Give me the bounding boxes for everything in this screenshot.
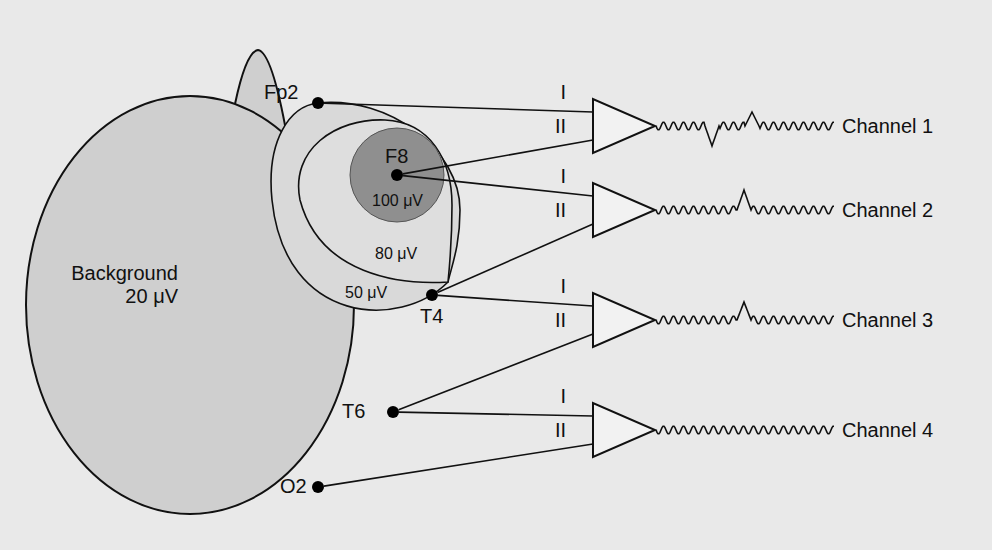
electrode-dot xyxy=(387,406,399,418)
electrode-dot xyxy=(426,289,438,301)
input-label: I xyxy=(560,81,566,103)
electrode-dot xyxy=(312,481,324,493)
channel-label: Channel 3 xyxy=(842,309,933,331)
text-holder: F8 xyxy=(385,146,408,167)
text-holder: I xyxy=(526,276,566,297)
amplifier: III xyxy=(592,98,656,154)
region-label: Background 20 μV xyxy=(71,262,178,307)
text-holder: Channel 4 xyxy=(842,418,933,442)
amplitude-label: 100 μV xyxy=(372,192,423,209)
electrode: Fp2 xyxy=(311,96,325,110)
text-holder: T6 xyxy=(342,401,365,422)
electrode: F8 xyxy=(390,168,404,182)
electrode-lead xyxy=(438,224,594,293)
head-circle xyxy=(26,96,354,514)
text-holder: Channel 1 xyxy=(842,114,933,138)
amplifier-triangle xyxy=(593,99,655,153)
channel-label: Channel 4 xyxy=(842,419,933,441)
shape-outline xyxy=(390,168,404,182)
text-holder: Channel 2 xyxy=(842,198,933,222)
channel-label: Channel 2 xyxy=(842,199,933,221)
text-holder: II xyxy=(516,200,566,221)
contour-peak: 100 μV F8 xyxy=(349,127,445,223)
electrode-lead xyxy=(324,444,593,486)
amplifier-triangle xyxy=(593,403,655,457)
contour-line xyxy=(350,128,444,222)
text-holder: II xyxy=(516,116,566,137)
eeg-trace xyxy=(656,112,834,146)
electrode-name: F8 xyxy=(385,145,408,167)
contour-region: 50 μV 80 μV 100 μV F8 xyxy=(266,96,462,326)
input-label: I xyxy=(560,165,566,187)
input-label: II xyxy=(555,309,566,331)
eeg-trace xyxy=(656,302,834,324)
text-holder: 50 μV xyxy=(345,284,387,302)
electrode-name: Fp2 xyxy=(264,81,298,103)
text-holder: Channel 3 xyxy=(842,308,933,332)
electrode-name: T6 xyxy=(342,400,365,422)
channel-label: Channel 1 xyxy=(842,115,933,137)
electrode: O2 xyxy=(311,480,325,494)
text-holder: 80 μV xyxy=(375,245,417,263)
text-holder: T4 xyxy=(420,306,443,327)
electrode-lead xyxy=(438,295,593,306)
text-holder: II xyxy=(516,420,566,441)
contour-line xyxy=(299,120,452,283)
contour-region: 80 μV 100 μV F8 xyxy=(296,116,454,288)
shape-outline xyxy=(592,182,656,238)
contour-line xyxy=(271,102,460,310)
shape-outline xyxy=(311,96,325,110)
text-holder: I xyxy=(526,82,566,103)
shape-outline xyxy=(592,402,656,458)
electrode-lead xyxy=(399,334,593,410)
amplitude-label: 50 μV xyxy=(345,284,387,301)
electrode-lead xyxy=(399,412,593,416)
shape-outline xyxy=(592,98,656,154)
text-holder: I xyxy=(526,386,566,407)
text-holder: 100 μV xyxy=(372,192,423,210)
text-holder: Background 20 μV xyxy=(52,262,178,308)
amplitude-label: 80 μV xyxy=(375,245,417,262)
input-label: II xyxy=(555,199,566,221)
amplifier: III xyxy=(592,292,656,348)
input-label: I xyxy=(560,275,566,297)
amplifier: III xyxy=(592,182,656,238)
electrode-name: O2 xyxy=(280,475,307,497)
head-outline: Background 20 μV xyxy=(25,95,355,515)
eeg-trace xyxy=(656,426,834,434)
electrode-dot xyxy=(312,97,324,109)
text-holder: II xyxy=(516,310,566,331)
eeg-trace xyxy=(656,190,834,214)
electrode-dot xyxy=(391,169,403,181)
amplifier-triangle xyxy=(593,293,655,347)
shape-outline xyxy=(311,480,325,494)
electrode: T6 xyxy=(386,405,400,419)
shape-outline xyxy=(592,292,656,348)
input-label: I xyxy=(560,385,566,407)
input-label: II xyxy=(555,115,566,137)
text-holder: Fp2 xyxy=(264,82,298,103)
text-holder: O2 xyxy=(280,476,307,497)
amplifier: III xyxy=(592,402,656,458)
shape-outline xyxy=(25,95,355,515)
amplifier-triangle xyxy=(593,183,655,237)
input-label: II xyxy=(555,419,566,441)
electrode-lead xyxy=(324,103,593,112)
shape-outline xyxy=(386,405,400,419)
electrode-name: T4 xyxy=(420,305,443,327)
text-holder: I xyxy=(526,166,566,187)
shape-outline xyxy=(425,288,439,302)
electrode: T4 xyxy=(425,288,439,302)
